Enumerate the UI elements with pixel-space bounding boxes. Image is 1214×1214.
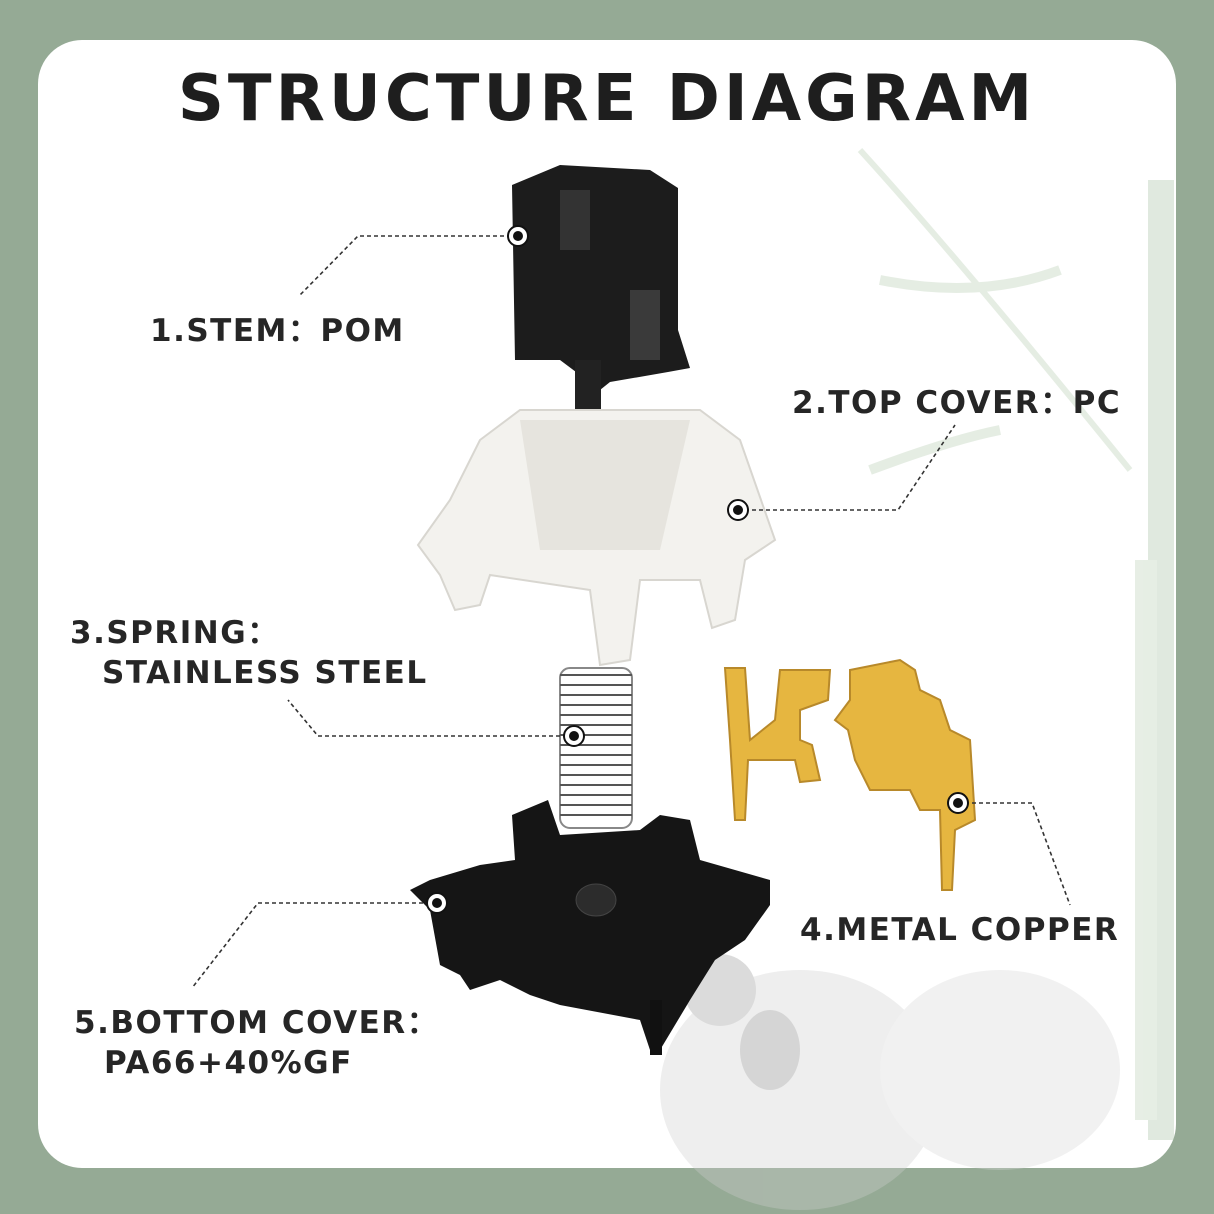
- metal-contacts-part: [723, 658, 977, 891]
- bottom-cover-part: [410, 800, 770, 1055]
- bottom-cover-label: 5.BOTTOM COVER：: [74, 1005, 440, 1041]
- top-cover-label: 2.TOP COVER：PC: [792, 385, 1122, 421]
- bottom-cover-leader-line: [191, 902, 437, 989]
- metal-label: 4.METAL COPPER: [800, 912, 1120, 948]
- top-cover-part: [416, 409, 777, 667]
- stem-callout-dot: [507, 225, 529, 247]
- top-cover-leader-line: [738, 424, 956, 511]
- panda-decoration: [660, 954, 1120, 1210]
- spring-label: 3.SPRING：: [70, 615, 280, 651]
- metal-callout-dot: [947, 792, 969, 814]
- stem-label: 1.STEM：POM: [150, 313, 405, 349]
- stem-leader-line: [299, 235, 518, 296]
- bottom-cover-material-label: PA66+40%GF: [104, 1045, 353, 1081]
- bottom-cover-callout-dot: [426, 892, 448, 914]
- page-title: STRUCTURE DIAGRAM: [177, 62, 1037, 136]
- leader-lines: [191, 235, 1071, 989]
- top-cover-callout-dot: [727, 499, 749, 521]
- spring-callout-dot: [563, 725, 585, 747]
- spring-material-label: STAINLESS STEEL: [102, 655, 428, 691]
- spring-leader-line: [287, 699, 574, 737]
- stem-part: [512, 165, 690, 430]
- callout-dots: [426, 225, 969, 914]
- metal-leader-line: [958, 802, 1071, 906]
- spring-part: [559, 667, 633, 829]
